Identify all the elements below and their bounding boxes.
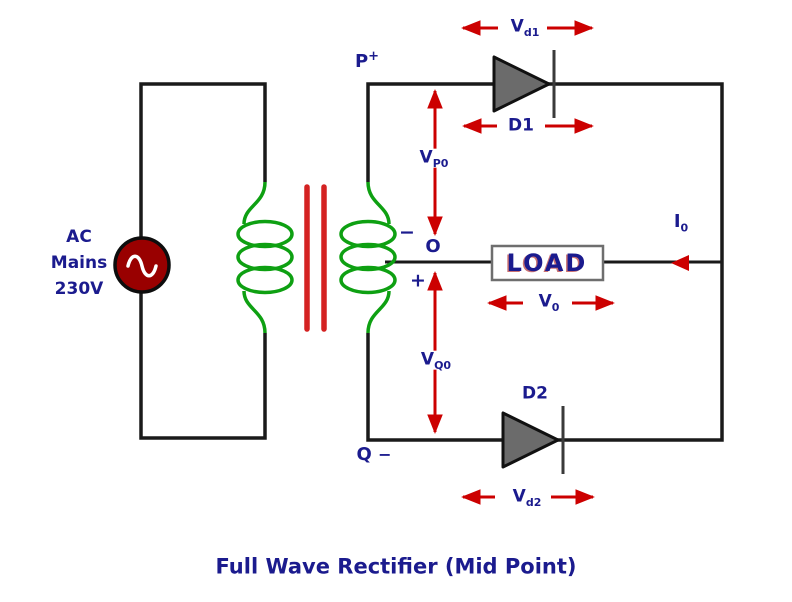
vd1-label: Vd1 [510, 16, 540, 40]
vd2-label: Vd2 [512, 486, 542, 510]
terminal-p-label: P+ [354, 49, 380, 73]
primary-loop-1 [236, 219, 294, 249]
vp0-label: VP0 [416, 148, 452, 169]
transformer-coils [236, 181, 397, 334]
i0-current-arrowhead [671, 255, 689, 271]
wiring [139, 82, 724, 442]
center-tap-minus-sign: − [399, 221, 415, 244]
i0-label: I0 [673, 211, 689, 235]
diode-d2 [501, 411, 560, 469]
v0-label: V0 [538, 291, 560, 315]
primary-loop-2 [236, 242, 294, 272]
ac-source [113, 236, 171, 294]
primary-loop-3 [236, 265, 294, 295]
d2-label: D2 [522, 383, 548, 404]
center-tap-plus-sign: + [410, 269, 426, 292]
load-label: LOAD [506, 248, 588, 277]
diode-d1 [492, 55, 551, 113]
secondary-loop-3 [339, 265, 397, 295]
terminal-q-label: Q − [356, 444, 392, 466]
diagram-title: Full Wave Rectifier (Mid Point) [215, 554, 577, 579]
transformer-secondary-coil [339, 181, 397, 334]
primary-lead-top [242, 181, 267, 225]
primary-lead-bottom [242, 290, 267, 334]
secondary-loop-1 [339, 219, 397, 249]
vq0-label: VQ0 [417, 350, 455, 371]
measurement-arrows [427, 20, 689, 505]
sine-wave-icon [126, 254, 158, 278]
terminal-o-label: O [425, 236, 441, 258]
diodes [492, 50, 565, 474]
secondary-lead-top [366, 181, 391, 225]
transformer-core [304, 184, 327, 332]
secondary-loop-2 [339, 242, 397, 272]
load-box [490, 244, 605, 282]
d1-label: D1 [508, 115, 534, 136]
secondary-lead-bottom [366, 290, 391, 334]
ac-mains-label: AC Mains 230V [50, 227, 108, 299]
transformer-primary-coil [236, 181, 294, 334]
